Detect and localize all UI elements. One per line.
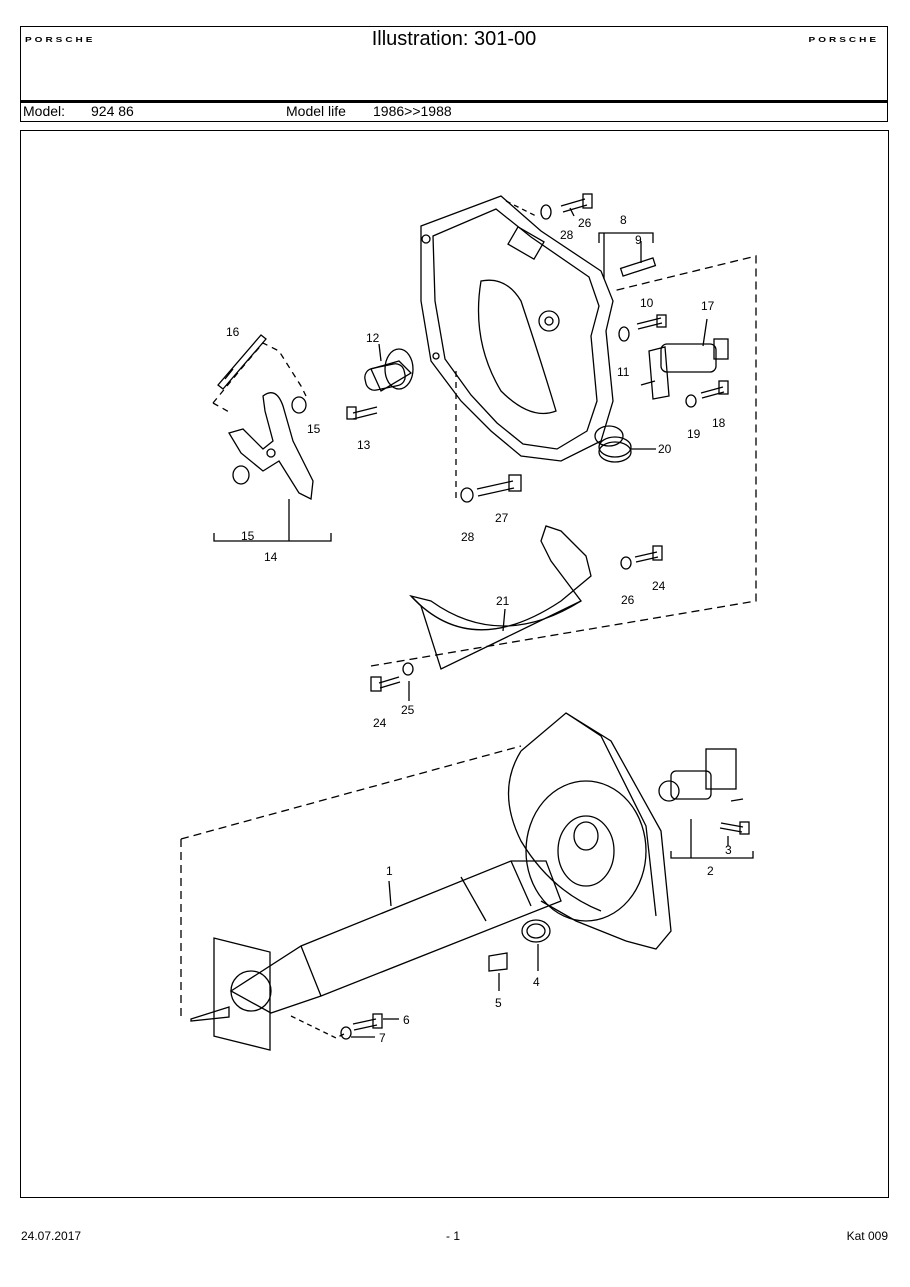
callout-26-top: 26: [578, 216, 592, 230]
header-divider: [21, 100, 887, 103]
header-box: PORSCHE Illustration: 301-00 PORSCHE Mod…: [20, 26, 888, 122]
guide-sleeve-part: [364, 343, 414, 392]
model-value: 924 86: [91, 103, 134, 119]
callout-2: 2: [707, 864, 714, 878]
callout-26-right: 26: [621, 593, 635, 607]
callout-20: 20: [658, 442, 672, 456]
callout-8: 8: [620, 213, 627, 227]
exploded-parts-diagram: 1 2 3 4 5 6 7 8 9 10 11 12 13 14 15 15 1…: [180, 193, 757, 1051]
callout-27: 27: [495, 511, 509, 525]
callout-14: 14: [264, 550, 278, 564]
footer-date: 24.07.2017: [21, 1229, 82, 1243]
callout-15-lower: 15: [241, 529, 255, 543]
slave-cylinder-part: [640, 318, 729, 400]
footer-page-number: - 1: [446, 1229, 461, 1243]
porsche-logo-right: PORSCHE: [808, 36, 879, 45]
callout-12: 12: [366, 331, 380, 345]
callout-7: 7: [379, 1031, 386, 1045]
illustration-title: Illustration: 301-00: [371, 28, 537, 50]
release-bearing-part: [658, 748, 744, 802]
model-label: Model:: [23, 103, 66, 119]
shift-shaft-part: [217, 334, 267, 390]
callout-5: 5: [495, 996, 502, 1010]
model-life-value: 1986>>1988: [373, 103, 452, 119]
callout-24-right: 24: [652, 579, 666, 593]
callout-3: 3: [725, 843, 732, 857]
callout-10: 10: [640, 296, 654, 310]
callout-11: 11: [617, 365, 630, 379]
callout-18: 18: [712, 416, 726, 430]
callout-25: 25: [401, 703, 415, 717]
callout-15-upper: 15: [307, 422, 321, 436]
callout-24-left: 24: [373, 716, 387, 730]
callout-19: 19: [687, 427, 701, 441]
callout-28-mid: 28: [461, 530, 475, 544]
cover-plate-part: [409, 525, 592, 670]
porsche-logo-left: PORSCHE: [25, 36, 96, 45]
callout-6: 6: [403, 1013, 410, 1027]
bellhousing-part: [420, 195, 624, 462]
callout-28-top: 28: [560, 228, 574, 242]
footer-catalog: Kat 009: [846, 1229, 888, 1243]
callout-1: 1: [386, 864, 393, 878]
central-tube-part: [190, 712, 672, 1051]
shift-fork-part: [228, 392, 314, 500]
model-life-label: Model life: [286, 103, 346, 119]
callout-13: 13: [357, 438, 371, 452]
callout-16: 16: [226, 325, 240, 339]
callout-21: 21: [496, 594, 510, 608]
callout-9: 9: [635, 233, 642, 247]
callout-17: 17: [701, 299, 715, 313]
illustration-frame: 1 2 3 4 5 6 7 8 9 10 11 12 13 14 15 15 1…: [20, 130, 889, 1198]
callout-4: 4: [533, 975, 540, 989]
